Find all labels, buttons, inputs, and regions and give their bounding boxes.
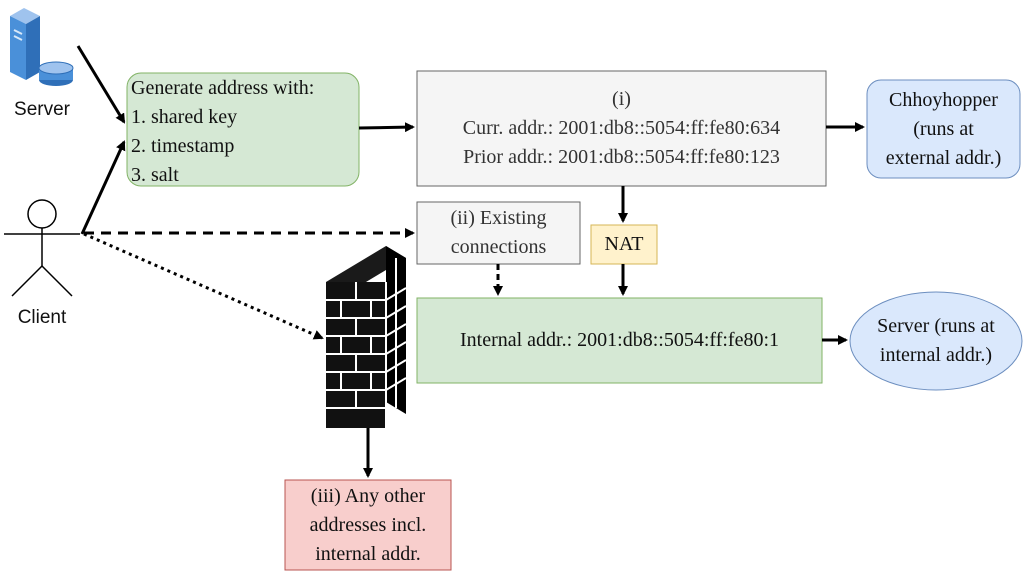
other-line: (iii) Any other xyxy=(310,484,426,507)
generate-address-box: Generate address with: 1. shared key 2. … xyxy=(131,73,357,186)
nat-box-shape xyxy=(590,224,658,265)
generate-box-shape xyxy=(126,72,360,187)
prior-address: Prior addr.: 2001:db8::5054:ff:fe80:123 xyxy=(463,146,780,168)
server-internal-shape xyxy=(849,291,1023,391)
path-i-box: (i) Curr. addr.: 2001:db8::5054:ff:fe80:… xyxy=(417,71,826,186)
server-internal-ellipse: Server (runs at internal addr.) xyxy=(850,292,1022,390)
generate-box-item: 2. timestamp xyxy=(131,135,235,157)
chhoyhopper-line: Chhoyhopper xyxy=(889,88,998,111)
client-label: Client xyxy=(17,307,67,328)
internal-box-shape xyxy=(416,297,823,384)
existing-line: (ii) Existing xyxy=(450,207,547,229)
chhoyhopper-line: (runs at xyxy=(913,117,974,140)
path-i-label: (i) xyxy=(612,88,631,110)
arrow-client-to-firewall xyxy=(83,232,324,340)
generate-box-item: 3. salt xyxy=(131,164,179,186)
nat-box: NAT xyxy=(604,233,644,255)
existing-connections-box: (ii) Existing connections xyxy=(417,202,580,264)
arrow-generate-to-path-i xyxy=(358,122,415,133)
other-line: internal addr. xyxy=(315,542,421,565)
server-label: Server xyxy=(14,99,70,120)
server-internal-line: Server (runs at xyxy=(877,315,995,337)
existing-box-shape xyxy=(416,201,581,265)
client-person-icon xyxy=(4,199,80,297)
firewall-icon xyxy=(326,246,407,428)
internal-address-box: Internal addr.: 2001:db8::5054:ff:fe80:1 xyxy=(459,329,779,351)
path-i-box-shape xyxy=(416,70,827,187)
chhoyhopper-box-shape xyxy=(866,79,1021,179)
current-address: Curr. addr.: 2001:db8::5054:ff:fe80:634 xyxy=(462,117,781,139)
generate-box-item: 1. shared key xyxy=(131,106,238,128)
server-icon xyxy=(10,8,74,86)
arrow-server-to-generate xyxy=(76,45,126,124)
other-addresses-box: (iii) Any other addresses incl. internal… xyxy=(285,480,451,570)
other-line: addresses incl. xyxy=(309,513,427,536)
existing-line: connections xyxy=(450,236,547,258)
other-box-shape xyxy=(284,479,452,571)
arrow-client-to-generate xyxy=(80,140,126,235)
chhoyhopper-box: Chhoyhopper (runs at external addr.) xyxy=(867,80,1020,178)
generate-box-title: Generate address with: xyxy=(131,77,315,99)
chhoyhopper-line: external addr.) xyxy=(885,146,1002,169)
server-internal-line: internal addr.) xyxy=(879,344,993,366)
